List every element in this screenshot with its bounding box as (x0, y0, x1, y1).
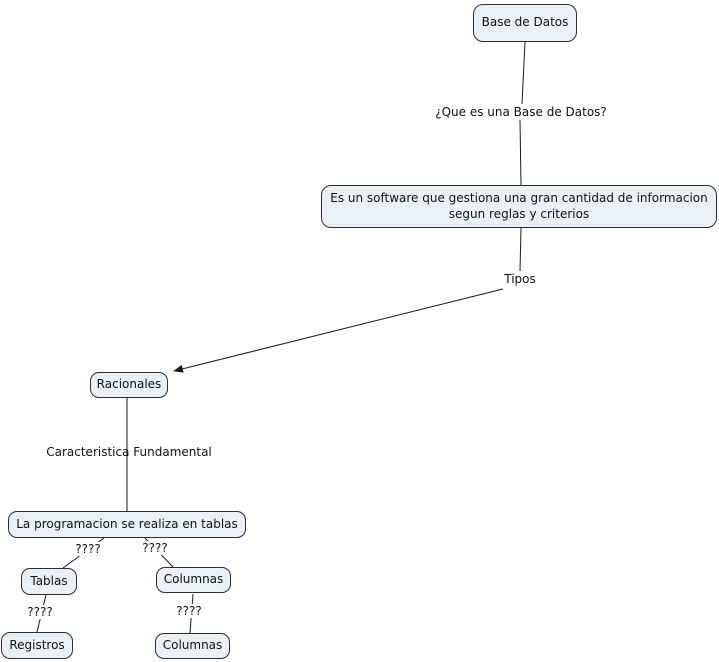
connector-definicion-to-tipos[interactable] (519, 227, 522, 272)
connector-base-to-que-es[interactable] (521, 41, 526, 105)
link-label-q4[interactable]: ???? (175, 604, 203, 618)
connector-tipos-to-racionales[interactable] (173, 288, 504, 373)
concept-base-de-datos[interactable]: Base de Datos (473, 4, 577, 42)
link-label-q3[interactable]: ???? (26, 605, 54, 619)
concept-programacion[interactable]: La programacion se realiza en tablas (8, 511, 246, 538)
link-label-q2[interactable]: ???? (141, 541, 169, 555)
link-label-q1[interactable]: ???? (74, 542, 102, 556)
concept-racionales[interactable]: Racionales (90, 372, 168, 398)
concept-columnas-1[interactable]: Columnas (156, 567, 231, 593)
concept-tablas[interactable]: Tablas (21, 568, 77, 595)
link-label-caracteristica-fundamental[interactable]: Caracteristica Fundamental (46, 445, 212, 459)
concept-registros[interactable]: Registros (1, 632, 73, 659)
concept-columnas-2[interactable]: Columnas (155, 633, 230, 659)
concept-definicion[interactable]: Es un software que gestiona una gran can… (321, 185, 717, 228)
connector-que-es-to-definicion[interactable] (519, 119, 522, 186)
link-label-tipos[interactable]: Tipos (503, 272, 537, 286)
link-label-que-es[interactable]: ¿Que es una Base de Datos? (434, 105, 608, 119)
